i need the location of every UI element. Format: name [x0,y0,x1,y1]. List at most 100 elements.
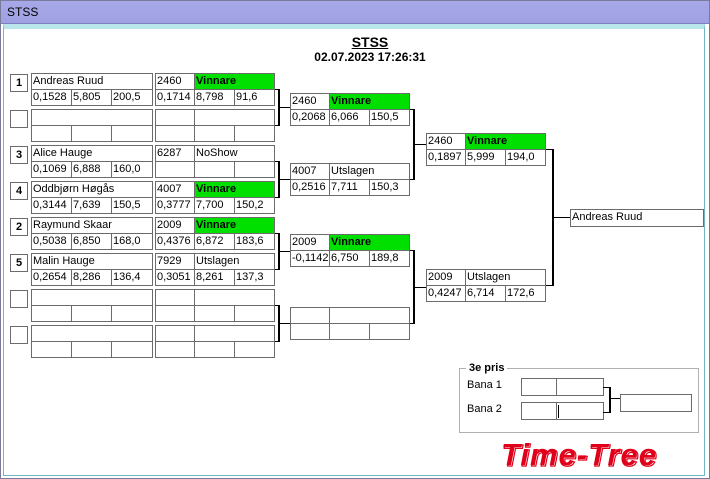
driver-time[interactable]: 6,888 [71,161,112,178]
driver-speed[interactable] [111,341,153,358]
seed-box[interactable] [10,326,28,344]
driver-speed[interactable]: 150,5 [111,197,153,214]
r3-result-speed[interactable]: 172,6 [505,285,546,302]
r2-result-reaction[interactable]: 0,2516 [290,179,330,196]
r2-result-reaction[interactable] [290,323,330,340]
r1-result-reaction[interactable]: 0,4376 [155,233,195,250]
r2-result-number[interactable]: 2460 [290,93,330,110]
r3-result-time[interactable]: 5,999 [465,149,506,166]
r1-result-number[interactable] [155,325,195,342]
r1-result-status[interactable] [194,109,275,126]
r1-result-number[interactable]: 7929 [155,253,195,270]
r3-result-speed[interactable]: 194,0 [505,149,546,166]
seed-box[interactable]: 3 [10,146,28,164]
r1-result-time[interactable]: 8,798 [194,89,235,106]
third-prize-result[interactable] [620,394,692,412]
driver-speed[interactable]: 160,0 [111,161,153,178]
r2-result-speed[interactable] [369,323,410,340]
driver-name[interactable]: Raymund Skaar [31,217,153,234]
r2-result-status[interactable]: Vinnare [329,234,410,251]
r3-result-status[interactable]: Utslagen [465,269,546,286]
r1-result-speed[interactable] [234,341,275,358]
r2-result-status[interactable]: Vinnare [329,93,410,110]
driver-reaction[interactable] [31,305,72,322]
r1-result-reaction[interactable] [155,305,195,322]
r1-result-number[interactable]: 4007 [155,181,195,198]
r2-result-speed[interactable]: 150,5 [369,109,410,126]
driver-name[interactable]: Oddbjørn Høgås [31,181,153,198]
r1-result-time[interactable]: 6,872 [194,233,235,250]
driver-time[interactable]: 8,286 [71,269,112,286]
driver-reaction[interactable]: 0,1069 [31,161,72,178]
r1-result-time[interactable] [194,161,235,178]
driver-time[interactable]: 7,639 [71,197,112,214]
driver-name[interactable] [31,325,153,342]
r1-result-speed[interactable]: 150,2 [234,197,275,214]
driver-time[interactable] [71,341,112,358]
r1-result-speed[interactable]: 91,6 [234,89,275,106]
r1-result-time[interactable]: 7,700 [194,197,235,214]
seed-box[interactable]: 4 [10,182,28,200]
r1-result-speed[interactable]: 137,3 [234,269,275,286]
driver-name[interactable] [31,109,153,126]
driver-speed[interactable] [111,305,153,322]
r1-result-time[interactable]: 8,261 [194,269,235,286]
driver-reaction[interactable]: 0,2654 [31,269,72,286]
driver-name[interactable]: Malin Hauge [31,253,153,270]
r1-result-speed[interactable] [234,305,275,322]
driver-name[interactable]: Andreas Ruud [31,73,153,90]
seed-box[interactable] [10,290,28,308]
r1-result-time[interactable] [194,125,235,142]
r1-result-number[interactable]: 2460 [155,73,195,90]
r3-result-status[interactable]: Vinnare [465,133,546,150]
driver-reaction[interactable]: 0,3144 [31,197,72,214]
lane1-field-a[interactable] [521,378,557,396]
r1-result-status[interactable] [194,289,275,306]
r1-result-number[interactable]: 2009 [155,217,195,234]
r1-result-reaction[interactable]: 0,3777 [155,197,195,214]
driver-time[interactable] [71,125,112,142]
r1-result-number[interactable] [155,289,195,306]
driver-time[interactable]: 6,850 [71,233,112,250]
r3-result-reaction[interactable]: 0,1897 [426,149,466,166]
r3-result-number[interactable]: 2009 [426,269,466,286]
r1-result-time[interactable] [194,305,235,322]
r1-result-status[interactable]: NoShow [194,145,275,162]
r2-result-status[interactable] [329,307,410,324]
r2-result-number[interactable] [290,307,330,324]
lane1-field-b[interactable] [556,378,604,396]
r3-result-number[interactable]: 2460 [426,133,466,150]
title-bar[interactable]: STSS [1,1,709,24]
r3-result-reaction[interactable]: 0,4247 [426,285,466,302]
r2-result-time[interactable]: 6,750 [329,250,370,267]
driver-speed[interactable]: 168,0 [111,233,153,250]
driver-speed[interactable] [111,125,153,142]
driver-reaction[interactable] [31,341,72,358]
r2-result-number[interactable]: 4007 [290,163,330,180]
r1-result-speed[interactable] [234,161,275,178]
r2-result-number[interactable]: 2009 [290,234,330,251]
r1-result-speed[interactable] [234,125,275,142]
r2-result-reaction[interactable]: 0,2068 [290,109,330,126]
r1-result-number[interactable] [155,109,195,126]
r1-result-status[interactable]: Vinnare [194,181,275,198]
r1-result-number[interactable]: 6287 [155,145,195,162]
r1-result-status[interactable]: Vinnare [194,217,275,234]
driver-time[interactable] [71,305,112,322]
seed-box[interactable]: 2 [10,218,28,236]
driver-name[interactable]: Alice Hauge [31,145,153,162]
seed-box[interactable] [10,110,28,128]
lane2-field-a[interactable] [521,402,557,420]
r1-result-status[interactable]: Utslagen [194,253,275,270]
driver-reaction[interactable]: 0,1528 [31,89,72,106]
seed-box[interactable]: 5 [10,254,28,272]
r2-result-time[interactable]: 7,711 [329,179,370,196]
final-winner-field[interactable]: Andreas Ruud [570,209,704,227]
r2-result-status[interactable]: Utslagen [329,163,410,180]
r1-result-reaction[interactable] [155,341,195,358]
r1-result-status[interactable]: Vinnare [194,73,275,90]
r2-result-speed[interactable]: 189,8 [369,250,410,267]
lane2-field-b[interactable] [556,402,604,420]
r3-result-time[interactable]: 6,714 [465,285,506,302]
driver-reaction[interactable] [31,125,72,142]
